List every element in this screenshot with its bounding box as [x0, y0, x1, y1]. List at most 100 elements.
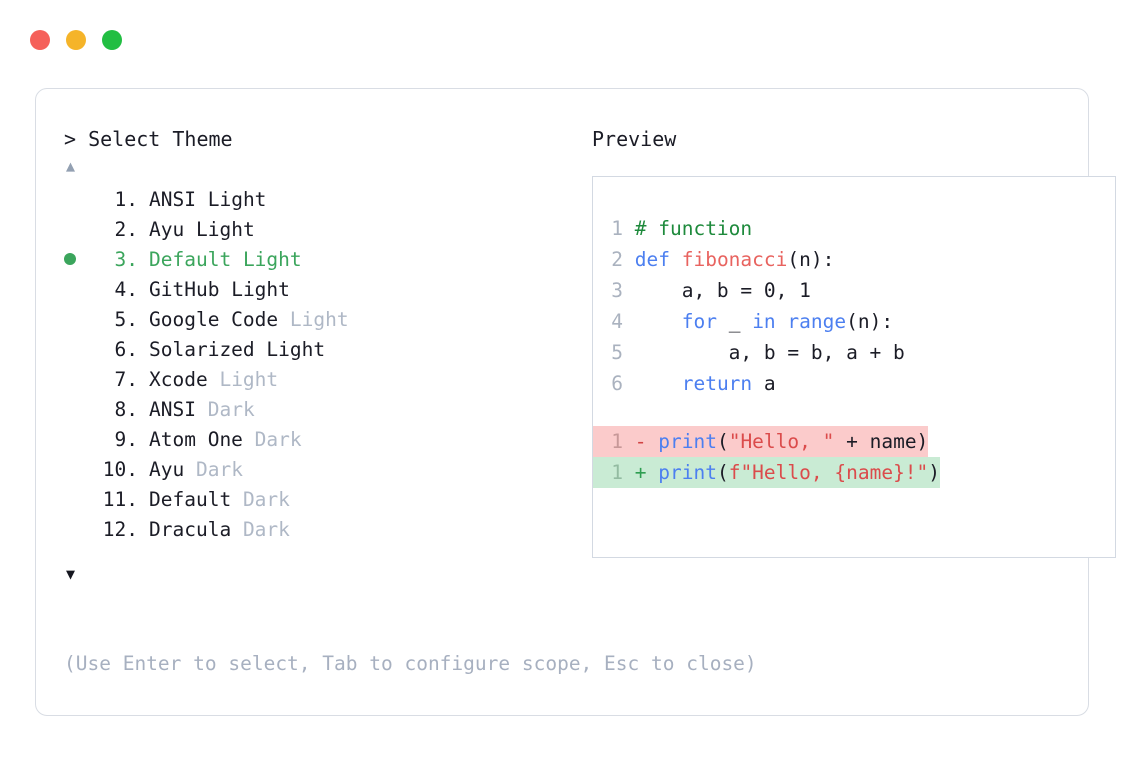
line-number: 4: [611, 310, 623, 333]
theme-list-item[interactable]: 3.Default Light: [64, 245, 534, 275]
diff-highlight: 1 + print(f"Hello, {name}!"): [593, 457, 941, 488]
line-number-gutter-space: [623, 248, 635, 271]
theme-item-name: Default: [149, 488, 232, 511]
code-token-str: "Hello, ": [728, 430, 835, 453]
theme-item-name-space: [196, 185, 208, 215]
theme-list-item[interactable]: 1.ANSI Light: [64, 185, 534, 215]
code-token-plain: [635, 310, 682, 333]
line-number: 5: [611, 341, 623, 364]
diff-sign-space: [647, 461, 659, 484]
code-token-plain: [776, 310, 788, 333]
code-token-kw: def: [634, 248, 682, 271]
theme-item-name: GitHub: [149, 278, 220, 301]
theme-item-name-space: [196, 395, 208, 425]
minimize-window-button[interactable]: [66, 30, 86, 50]
theme-item-variant: Dark: [242, 488, 290, 511]
code-preview-box: 1 # function 2 def fibonacci(n):3 a, b = …: [592, 176, 1116, 558]
theme-item-name: Ayu: [149, 218, 185, 241]
theme-list-item[interactable]: 12.Dracula Dark: [64, 515, 534, 545]
diff-line-added: 1 + print(f"Hello, {name}!"): [593, 457, 1115, 488]
prompt-row: > Select Theme: [64, 125, 534, 153]
line-number: 1: [611, 430, 623, 453]
theme-item-name-space: [219, 275, 231, 305]
line-number-gutter-space: [623, 341, 635, 364]
code-token-kw: return: [681, 372, 753, 395]
theme-item-name-space: [231, 245, 243, 275]
code-line: 3 a, b = 0, 1: [593, 275, 1115, 306]
theme-item-number: 2.: [114, 218, 138, 241]
line-number: 3: [611, 279, 623, 302]
theme-item-name: Ayu: [149, 458, 185, 481]
theme-list-item[interactable]: 11.Default Dark: [64, 485, 534, 515]
code-token-plain: a, b =: [634, 279, 764, 302]
theme-list-item[interactable]: 7. Xcode Light: [64, 365, 534, 395]
diff-highlight: 1 - print("Hello, " + name): [593, 426, 929, 457]
theme-item-variant: Light: [231, 278, 290, 301]
theme-selection-panel: > Select Theme ▲ 1.ANSI Light 2. Ayu Light…: [64, 125, 534, 587]
theme-item-name: Dracula: [149, 518, 232, 541]
theme-item-variant: Light: [219, 368, 279, 391]
diff-gutter-space: [623, 461, 635, 484]
theme-item-variant: Light: [266, 338, 326, 361]
scroll-up-indicator[interactable]: ▲: [64, 153, 534, 179]
close-window-button[interactable]: [30, 30, 50, 50]
window-titlebar: [30, 30, 122, 50]
code-line: 4 for _ in range(n):: [593, 306, 1115, 337]
line-number: 1: [611, 217, 623, 240]
theme-item-name-space: [255, 335, 267, 365]
diff-gutter-space: [623, 430, 635, 453]
code-token-fn: fibonacci: [681, 248, 788, 271]
code-token-plain: + name): [834, 430, 929, 453]
diff-sign-space: [647, 430, 659, 453]
line-number: 6: [611, 372, 623, 395]
theme-item-name-space: [208, 365, 220, 395]
line-number-gutter-space: [623, 279, 635, 302]
theme-list-item[interactable]: 4.GitHub Light: [64, 275, 534, 305]
theme-list-item[interactable]: 9.Atom One Dark: [64, 425, 534, 455]
code-token-plain: ): [928, 461, 941, 484]
theme-item-number: 3.: [114, 248, 138, 271]
theme-item-name: Default: [149, 248, 232, 271]
theme-item-number: 9.: [114, 428, 138, 451]
theme-item-variant: Dark: [254, 428, 302, 451]
theme-item-variant: Light: [195, 218, 255, 241]
scroll-down-indicator[interactable]: ▼: [64, 561, 534, 587]
preview-title: Preview: [592, 127, 677, 151]
theme-item-name: Solarized: [149, 338, 255, 361]
theme-list-item[interactable]: 8.ANSI Dark: [64, 395, 534, 425]
theme-item-name-space: [231, 485, 243, 515]
theme-list-item[interactable]: 5.Google Code Light: [64, 305, 534, 335]
code-token-comment: # function: [634, 217, 753, 240]
line-number: 2: [611, 248, 623, 271]
theme-selector-card: > Select Theme ▲ 1.ANSI Light 2. Ayu Light…: [35, 88, 1116, 716]
theme-item-number: 6.: [114, 338, 138, 361]
theme-item-variant: Dark: [195, 458, 243, 481]
theme-item-number: 5.: [114, 308, 138, 331]
theme-item-name: ANSI: [149, 398, 196, 421]
theme-list-item[interactable]: 6. Solarized Light: [64, 335, 534, 365]
theme-list-item[interactable]: 10.Ayu Dark: [64, 455, 534, 485]
code-spacer: [593, 399, 1115, 426]
theme-item-name-space: [243, 425, 255, 455]
code-token-num: 1: [799, 279, 811, 302]
triangle-down-icon: ▼: [66, 565, 76, 583]
theme-list-item[interactable]: 2. Ayu Light: [64, 215, 534, 245]
theme-item-number: 7.: [114, 368, 138, 391]
line-number-gutter-space: [623, 217, 635, 240]
theme-item-name: Google Code: [149, 308, 279, 331]
code-line: 2 def fibonacci(n):: [593, 244, 1115, 275]
theme-item-name: Xcode: [149, 368, 208, 391]
code-line: 5 a, b = b, a + b: [593, 337, 1115, 368]
maximize-window-button[interactable]: [102, 30, 122, 50]
diff-line-removed: 1 - print("Hello, " + name): [593, 426, 1115, 457]
selection-dot-icon: [64, 253, 76, 265]
code-block: 1 # function 2 def fibonacci(n):3 a, b = …: [593, 213, 1115, 399]
code-token-kw: print: [658, 461, 717, 484]
diff-block: 1 - print("Hello, " + name)1 + print(f"H…: [593, 426, 1115, 488]
theme-item-name-space: [231, 515, 243, 545]
code-token-str: f"Hello, {name}!": [728, 461, 929, 484]
line-number: 1: [611, 461, 623, 484]
code-line: 6 return a: [593, 368, 1115, 399]
